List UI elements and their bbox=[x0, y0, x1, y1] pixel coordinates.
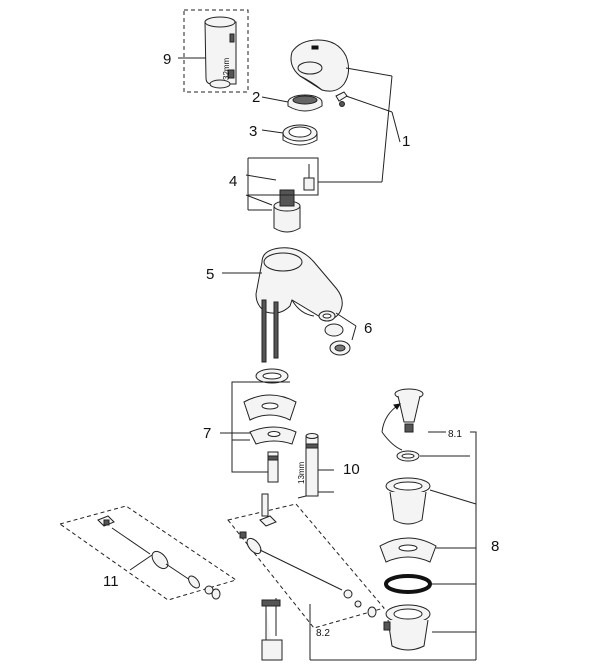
part-9-extension: 32mm bbox=[178, 9, 249, 93]
part-4-bracket bbox=[247, 157, 319, 211]
dim-32mm-label: 32mm bbox=[222, 57, 231, 80]
part-11-rod-assembly bbox=[58, 505, 238, 601]
label-3: 3 bbox=[249, 123, 257, 140]
label-5: 5 bbox=[206, 266, 214, 283]
label-1: 1 bbox=[402, 133, 410, 150]
supply-hoses bbox=[261, 598, 283, 661]
part-5-body bbox=[222, 247, 343, 363]
label-10: 10 bbox=[343, 461, 360, 478]
dim-13mm-label: 13mm bbox=[297, 461, 306, 484]
label-9: 9 bbox=[163, 51, 171, 68]
part-10-rod: 13mm bbox=[297, 433, 334, 499]
label-7: 7 bbox=[203, 425, 211, 442]
label-2: 2 bbox=[252, 89, 260, 106]
part-3-ring bbox=[261, 124, 318, 146]
part-8-waste bbox=[309, 431, 477, 661]
part-8-1-plug bbox=[381, 388, 470, 462]
part-6-aerator bbox=[318, 310, 357, 356]
label-6: 6 bbox=[364, 320, 372, 337]
label-4: 4 bbox=[229, 173, 237, 190]
label-8: 8 bbox=[491, 538, 499, 555]
part-2-cap bbox=[261, 94, 323, 112]
part-1-handle bbox=[290, 39, 350, 107]
part-7-mounting bbox=[220, 368, 297, 483]
part-4-cartridge bbox=[245, 164, 315, 233]
part-8-2-linkage bbox=[227, 493, 385, 629]
label-8-2: 8.2 bbox=[316, 628, 330, 639]
part-1-leaders bbox=[318, 67, 401, 183]
label-11: 11 bbox=[103, 573, 119, 590]
label-8-1: 8.1 bbox=[448, 429, 462, 440]
